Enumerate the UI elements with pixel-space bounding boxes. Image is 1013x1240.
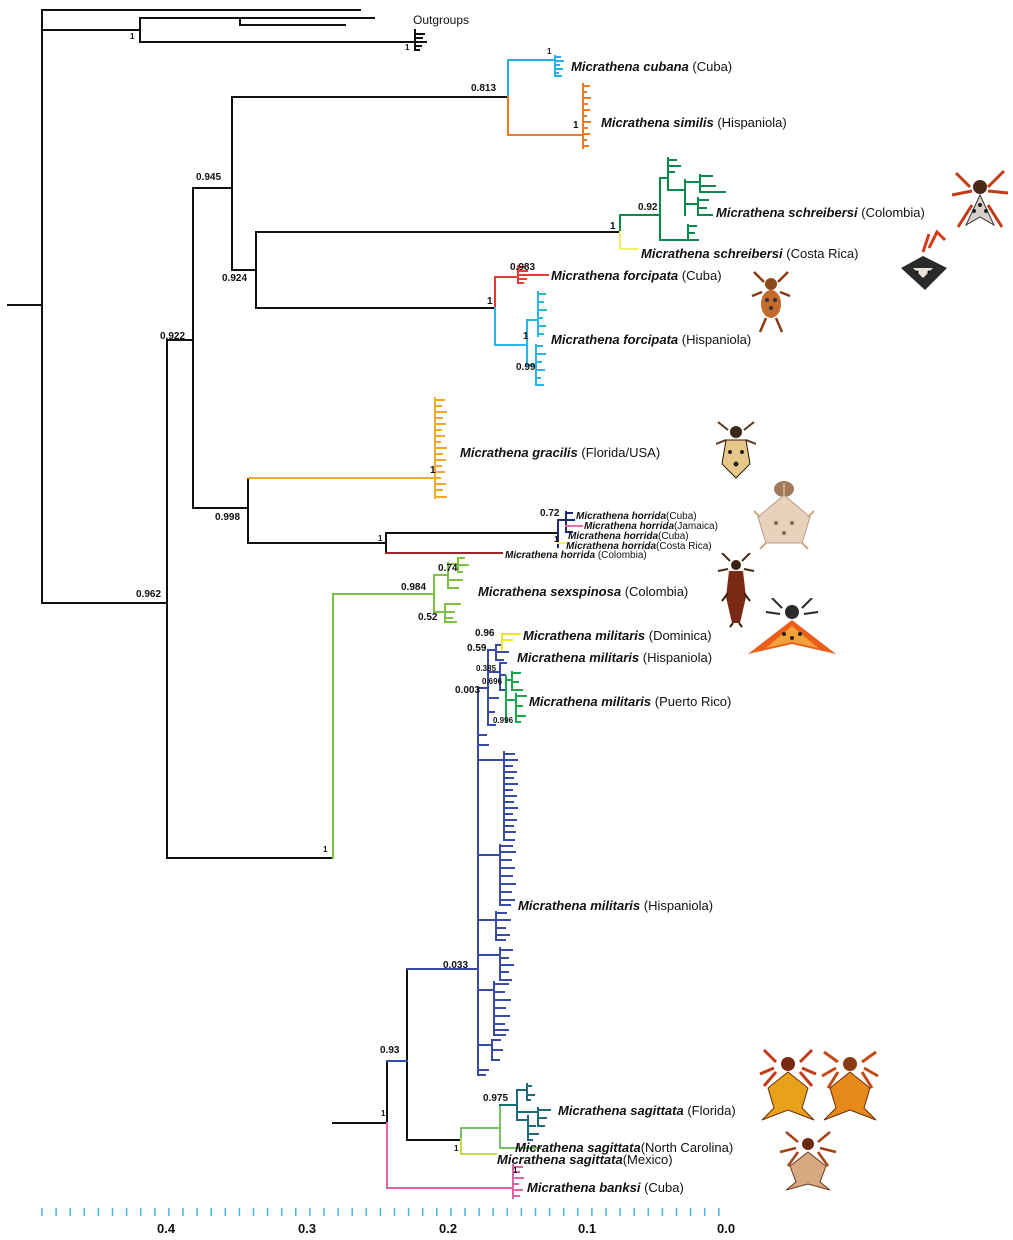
taxon-label: Micrathena militaris (Dominica) xyxy=(523,628,712,643)
spider-schreibersi-photo-2 xyxy=(901,229,947,290)
clade-sagittata-nc xyxy=(460,1104,541,1149)
support-value: 1 xyxy=(405,43,410,52)
taxon-label: Micrathena horrida(Cuba) xyxy=(576,511,697,522)
clade-schreibersi-costarica xyxy=(619,231,639,250)
axis-tick-label: 0.3 xyxy=(298,1221,317,1236)
support-value: 1 xyxy=(554,535,559,544)
clade-sagittata-florida xyxy=(499,1083,551,1141)
support-value: 0.998 xyxy=(215,512,241,523)
spider-schreibersi-photo-1 xyxy=(951,169,1009,228)
axis-tick-label: 0.1 xyxy=(578,1221,597,1236)
taxon-label: Micrathena sagittata (Florida) xyxy=(558,1103,736,1118)
taxon-label: Micrathena sagittata(Mexico) xyxy=(497,1152,673,1167)
taxon-label: Micrathena banksi (Cuba) xyxy=(527,1180,684,1195)
clade-militaris-hispaniola xyxy=(386,644,518,1076)
clade-militaris-puertorico xyxy=(505,671,527,723)
support-value: 0.52 xyxy=(418,612,438,623)
taxon-label: Micrathena militaris (Hispaniola) xyxy=(517,650,713,665)
taxon-label: Micrathena militaris (Puerto Rico) xyxy=(529,694,732,709)
taxon-label: Micrathena sagittata(North Carolina) xyxy=(515,1140,734,1155)
support-value: 1 xyxy=(378,534,383,543)
clade-sexspinosa xyxy=(332,557,469,859)
spider-banksi-photo xyxy=(779,1131,837,1191)
axis-tick-label: 0.2 xyxy=(439,1221,458,1236)
support-value: 0.975 xyxy=(483,1093,509,1104)
support-value: 0.96 xyxy=(475,628,495,639)
support-value: 1 xyxy=(130,32,135,41)
support-value: 0.922 xyxy=(160,331,186,342)
taxon-label: Micrathena forcipata (Cuba) xyxy=(551,268,722,283)
taxon-label: Micrathena schreibersi (Costa Rica) xyxy=(641,246,859,261)
outgroups-label: Outgroups xyxy=(413,13,470,27)
taxon-label: Micrathena similis (Hispaniola) xyxy=(601,115,787,130)
taxon-label: Micrathena cubana (Cuba) xyxy=(571,59,733,74)
support-value: 0.59 xyxy=(467,643,487,654)
spider-horrida-photo xyxy=(753,481,815,550)
clade-horrida xyxy=(385,511,583,554)
support-value: 1 xyxy=(547,47,552,56)
clade-schreibersi-colombia xyxy=(619,157,726,241)
support-value: 1 xyxy=(523,331,529,342)
clade-forcipata-cuba xyxy=(494,265,549,309)
support-value: 1 xyxy=(430,465,436,476)
spider-militaris-photo xyxy=(748,598,836,654)
support-value: 0.385 xyxy=(476,664,497,673)
support-value: 1 xyxy=(487,296,493,307)
taxon-label: Micrathena forcipata (Hispaniola) xyxy=(551,332,752,347)
support-value: 1 xyxy=(323,845,328,854)
support-value: 0.962 xyxy=(136,589,162,600)
support-value: 0.996 xyxy=(493,716,514,725)
support-value: 0.945 xyxy=(196,172,222,183)
support-value: 1 xyxy=(513,1166,518,1175)
clade-sagittata-mexico xyxy=(460,1139,497,1155)
support-value: 1 xyxy=(454,1144,459,1153)
clade-forcipata-hispaniola xyxy=(494,291,547,386)
clade-cubana xyxy=(507,55,564,98)
support-value: 0.984 xyxy=(401,582,427,593)
clade-similis xyxy=(507,83,591,149)
support-value: 1 xyxy=(381,1109,386,1118)
taxon-label: Micrathena sexspinosa (Colombia) xyxy=(478,584,689,599)
support-value: 1 xyxy=(573,120,579,131)
support-value: 0.696 xyxy=(482,677,503,686)
tree-backbone xyxy=(7,9,621,1141)
support-value: 0.033 xyxy=(443,960,469,971)
taxon-label: Micrathena horrida(Cuba) xyxy=(568,531,689,542)
support-value: 0.813 xyxy=(471,83,497,94)
spider-sagittata-photo-2 xyxy=(821,1050,879,1121)
spider-sagittata-photo-1 xyxy=(759,1048,817,1121)
clade-militaris-dominica xyxy=(501,633,521,651)
support-value: 0.93 xyxy=(380,1045,400,1056)
scale-axis xyxy=(41,1208,720,1216)
support-value: 0.92 xyxy=(638,202,658,213)
spider-sexspinosa-photo xyxy=(717,553,755,628)
taxon-label: Micrathena schreibersi (Colombia) xyxy=(716,205,925,220)
taxon-label: Micrathena gracilis (Florida/USA) xyxy=(460,445,661,460)
clade-banksi xyxy=(386,1122,524,1199)
clade-gracilis xyxy=(247,397,447,499)
spider-forcipata-photo xyxy=(751,271,791,333)
axis-tick-label: 0.0 xyxy=(717,1221,736,1236)
support-value: 0.74 xyxy=(438,563,458,574)
support-value: 1 xyxy=(610,221,616,232)
taxon-label: Micrathena horrida(Costa Rica) xyxy=(566,541,712,552)
support-value: 0.72 xyxy=(540,508,560,519)
axis-tick-label: 0.4 xyxy=(157,1221,176,1236)
support-value: 0.983 xyxy=(510,262,536,273)
taxon-label: Micrathena horrida (Colombia) xyxy=(505,550,647,561)
spider-gracilis-photo xyxy=(716,421,756,479)
taxon-label: Micrathena horrida(Jamaica) xyxy=(584,521,718,532)
taxon-label: Micrathena militaris (Hispaniola) xyxy=(518,898,714,913)
support-value: 0.003 xyxy=(455,685,481,696)
support-value: 0.99 xyxy=(516,362,536,373)
support-value: 0.924 xyxy=(222,273,248,284)
